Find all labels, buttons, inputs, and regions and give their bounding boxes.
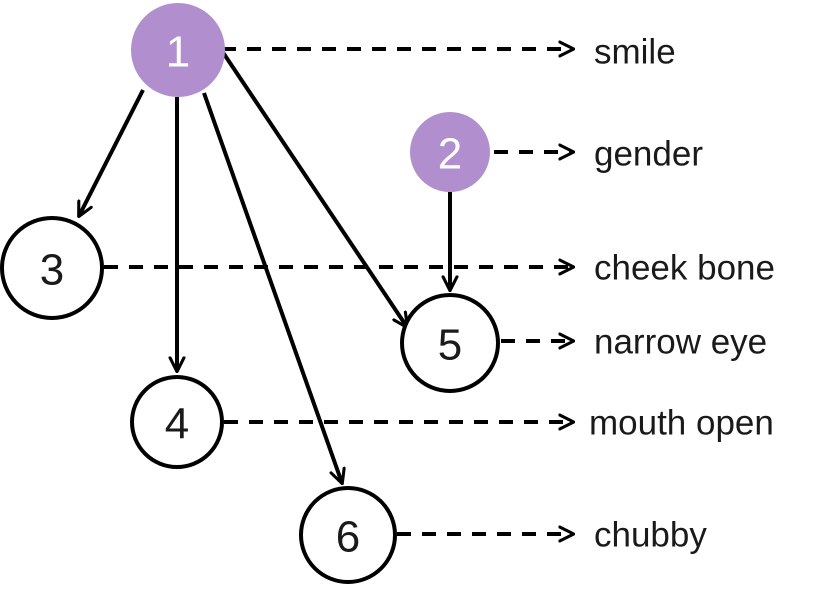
edge-1-to-6	[202, 92, 342, 483]
node-2[interactable]: 2	[410, 112, 490, 192]
attribute-label-chubby: chubby	[594, 515, 707, 555]
attribute-label-mouth-open: mouth open	[589, 403, 774, 443]
dashed-edges-group	[104, 49, 573, 534]
nodes-group: 3 4 5 6 1 2	[0, 3, 500, 584]
node-3-circle[interactable]	[0, 216, 104, 320]
node-2-circle[interactable]	[410, 112, 490, 192]
attribute-label-narrow-eye: narrow eye	[594, 322, 768, 362]
node-3[interactable]: 3	[0, 216, 104, 320]
node-6-label: 6	[336, 513, 360, 562]
solid-edges-group	[79, 49, 450, 483]
attribute-label-smile: smile	[594, 32, 676, 72]
node-5[interactable]: 5	[400, 293, 500, 393]
edge-1-to-3	[79, 89, 145, 216]
node-3-label: 3	[40, 246, 64, 295]
node-5-label: 5	[438, 321, 462, 370]
node-4[interactable]: 4	[130, 375, 224, 469]
node-5-circle[interactable]	[400, 293, 500, 393]
node-1[interactable]: 1	[131, 3, 225, 97]
node-4-circle[interactable]	[130, 375, 224, 469]
attribute-label-cheek-bone: cheek bone	[594, 248, 775, 288]
node-4-label: 4	[165, 400, 189, 449]
edge-1-to-5	[220, 49, 407, 327]
attribute-label-gender: gender	[594, 134, 703, 174]
node-6-circle[interactable]	[299, 486, 397, 584]
node-1-circle[interactable]	[131, 3, 225, 97]
node-6[interactable]: 6	[299, 486, 397, 584]
node-2-label: 2	[438, 130, 462, 179]
node-1-label: 1	[166, 28, 190, 77]
